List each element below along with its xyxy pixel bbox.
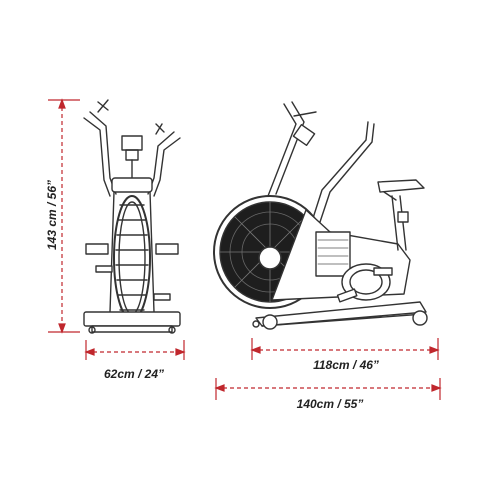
bike-length-dimension-label: 118cm / 46” (313, 358, 379, 372)
width-dimension-label: 62cm / 24” (103, 367, 165, 381)
height-dimension-label: 143 cm / 56” (45, 179, 59, 251)
total-length-dimension-label: 140cm / 55” (296, 397, 364, 411)
bike-length-dimension-line (250, 338, 440, 360)
total-length-dimension-line (214, 378, 442, 400)
height-dimension-line (48, 98, 80, 334)
front-view-bike (83, 99, 181, 334)
width-dimension-line (84, 340, 186, 360)
side-view-bike (213, 101, 428, 330)
